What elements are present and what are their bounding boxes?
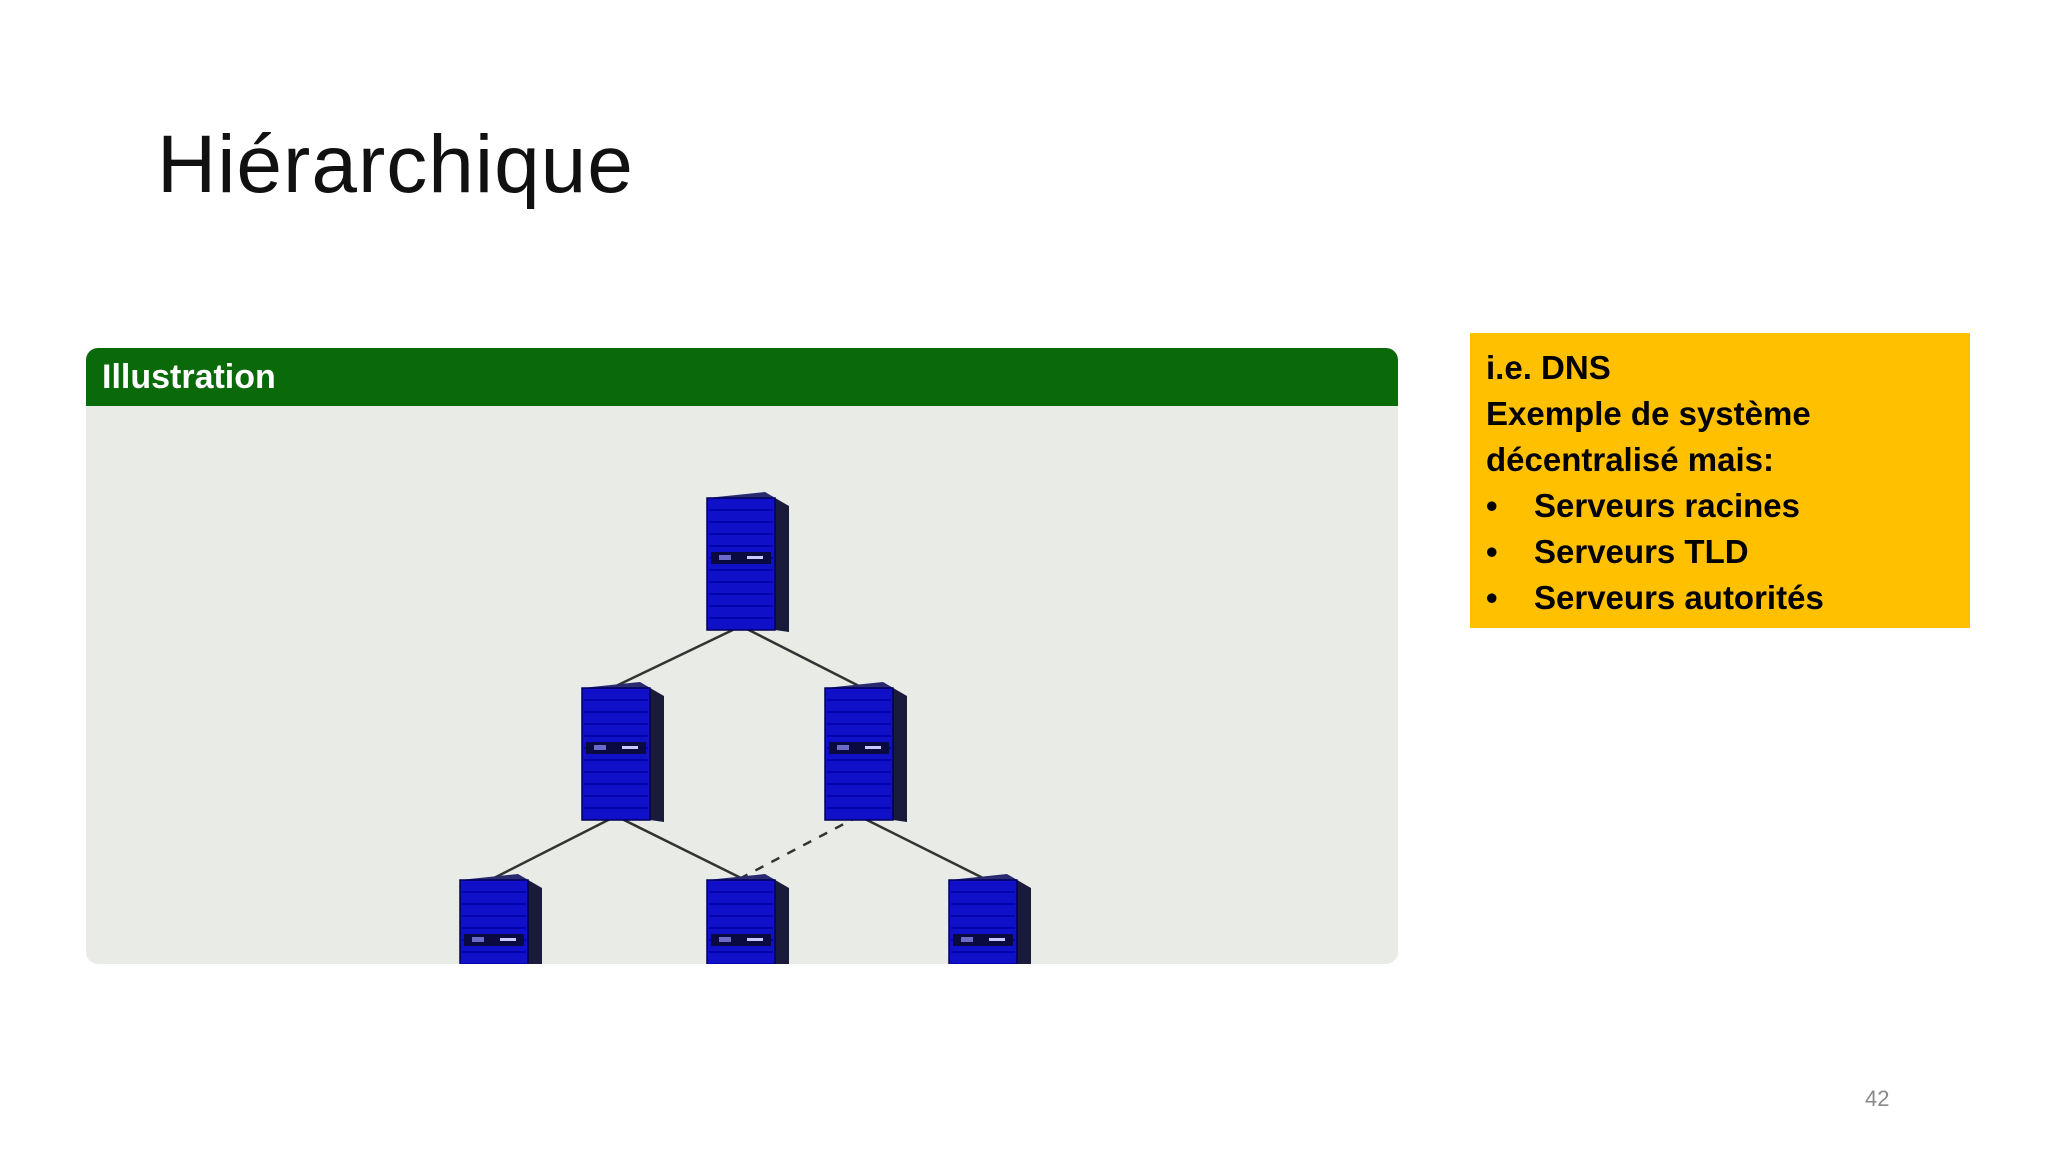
- server-icon: [706, 492, 789, 632]
- edge-mid-left-leaf-left: [493, 814, 617, 880]
- illustration-panel: Illustration: [86, 348, 1398, 964]
- edge-root-mid-right: [740, 624, 860, 688]
- note-item-authoritative-servers: Serveurs autorités: [1486, 575, 1954, 621]
- note-line-2: Exemple de système: [1486, 395, 1811, 432]
- illustration-header: Illustration: [86, 348, 1398, 406]
- server-icon: [706, 874, 789, 964]
- note-line-3: décentralisé mais:: [1486, 441, 1774, 478]
- edge-root-mid-left: [615, 624, 742, 688]
- slide-title: Hiérarchique: [157, 119, 634, 210]
- server-hierarchy-diagram: [459, 492, 1031, 964]
- edge-mid-right-leaf-center: [740, 814, 860, 880]
- server-icon: [459, 874, 542, 964]
- note-item-root-servers: Serveurs racines: [1486, 483, 1954, 529]
- note-line-1: i.e. DNS: [1486, 349, 1611, 386]
- server-icon: [824, 682, 907, 822]
- server-icon: [581, 682, 664, 822]
- edge-mid-left-leaf-center: [615, 814, 742, 880]
- server-icon: [948, 874, 1031, 964]
- note-item-tld-servers: Serveurs TLD: [1486, 529, 1954, 575]
- illustration-header-label: Illustration: [102, 358, 276, 396]
- page-number: 42: [1865, 1086, 1890, 1111]
- note-box: i.e. DNS Exemple de système décentralisé…: [1470, 333, 1970, 628]
- edge-mid-right-leaf-right: [858, 814, 984, 880]
- note-list: Serveurs racines Serveurs TLD Serveurs a…: [1486, 483, 1954, 621]
